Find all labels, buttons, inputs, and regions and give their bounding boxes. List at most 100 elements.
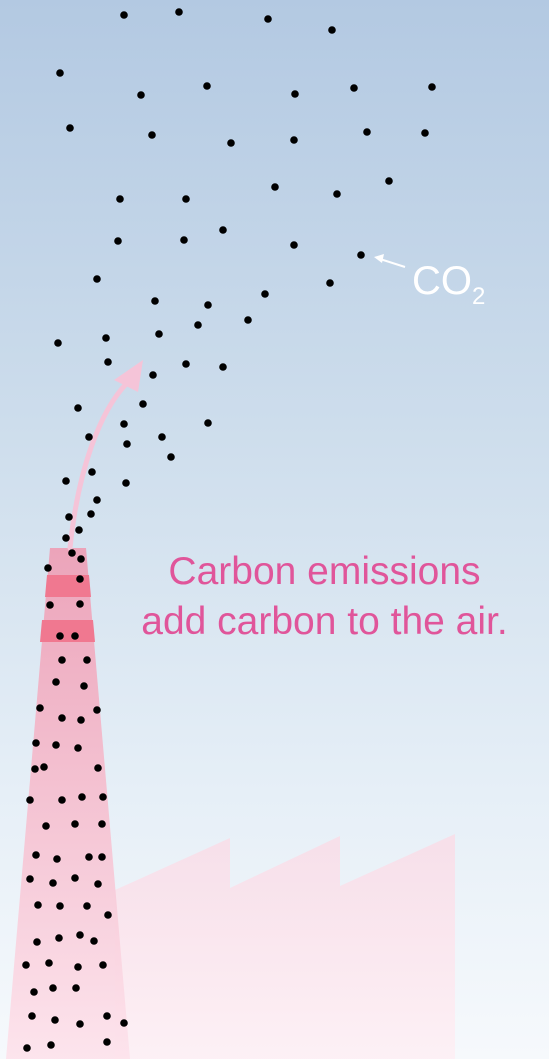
co2-particle-icon	[56, 69, 64, 77]
co2-particle-icon	[33, 938, 41, 946]
co2-particle-icon	[44, 564, 52, 572]
co2-particle-icon	[76, 600, 84, 608]
co2-particle-icon	[244, 316, 252, 324]
co2-particle-icon	[58, 796, 66, 804]
co2-particle-icon	[428, 83, 436, 91]
co2-particle-icon	[32, 851, 40, 859]
co2-particle-icon	[363, 128, 371, 136]
co2-particle-icon	[56, 632, 64, 640]
co2-particle-icon	[65, 513, 73, 521]
co2-particle-icon	[333, 190, 341, 198]
co2-particle-icon	[204, 419, 212, 427]
co2-particle-icon	[290, 136, 298, 144]
co2-particle-icon	[85, 853, 93, 861]
co2-particle-icon	[385, 177, 393, 185]
co2-particle-icon	[148, 131, 156, 139]
co2-particle-icon	[78, 793, 86, 801]
co2-particle-icon	[227, 139, 235, 147]
co2-particle-icon	[47, 1041, 55, 1049]
co2-particle-icon	[26, 875, 34, 883]
co2-particle-icon	[71, 874, 79, 882]
co2-particle-icon	[49, 879, 57, 887]
co2-particle-icon	[261, 290, 269, 298]
co2-particle-icon	[93, 275, 101, 283]
co2-particle-icon	[326, 279, 334, 287]
co2-pointer-arrow	[374, 254, 406, 268]
co2-particle-icon	[104, 358, 112, 366]
co2-particle-icon	[76, 575, 84, 583]
co2-particle-icon	[66, 124, 74, 132]
co2-particle-icon	[31, 765, 39, 773]
co2-particle-icon	[30, 988, 38, 996]
co2-particle-icon	[204, 301, 212, 309]
co2-particle-icon	[357, 251, 365, 259]
co2-particle-icon	[182, 195, 190, 203]
co2-label-subscript: 2	[472, 283, 486, 310]
co2-label-text: CO	[412, 259, 472, 303]
co2-particle-icon	[23, 1044, 31, 1052]
co2-particle-icon	[62, 477, 70, 485]
co2-particle-icon	[120, 420, 128, 428]
caption-line-1: Carbon emissions	[168, 550, 481, 593]
co2-particle-icon	[104, 911, 112, 919]
co2-particle-icon	[88, 468, 96, 476]
co2-particle-icon	[175, 8, 183, 16]
co2-particle-icon	[77, 716, 85, 724]
co2-particle-icon	[36, 704, 44, 712]
co2-particle-icon	[219, 363, 227, 371]
co2-particle-icon	[77, 555, 85, 563]
caption-line-2: add carbon to the air.	[141, 600, 508, 643]
co2-particle-icon	[149, 371, 157, 379]
co2-particle-icon	[45, 959, 53, 967]
co2-particle-icon	[94, 764, 102, 772]
co2-particle-icon	[151, 297, 159, 305]
co2-particle-icon	[80, 682, 88, 690]
co2-particle-icon	[22, 961, 30, 969]
co2-particle-icon	[194, 321, 202, 329]
co2-particle-icon	[74, 963, 82, 971]
co2-particle-icon	[90, 937, 98, 945]
co2-particle-icon	[271, 183, 279, 191]
co2-particle-icon	[219, 226, 227, 234]
co2-particle-icon	[74, 404, 82, 412]
co2-particle-icon	[51, 1016, 59, 1024]
co2-particle-icon	[120, 1019, 128, 1027]
co2-particle-icon	[182, 360, 190, 368]
co2-particle-icon	[264, 15, 272, 23]
co2-particle-icon	[26, 796, 34, 804]
co2-particle-icon	[94, 880, 102, 888]
co2-particle-icon	[52, 678, 60, 686]
co2-particle-icon	[52, 741, 60, 749]
smokestack-icon	[6, 548, 130, 1059]
co2-particle-icon	[83, 902, 91, 910]
upward-arrow-icon	[67, 360, 143, 551]
co2-particle-icon	[291, 90, 299, 98]
co2-particle-icon	[71, 820, 79, 828]
co2-particle-icon	[74, 744, 82, 752]
co2-particle-icon	[290, 241, 298, 249]
co2-particle-icon	[158, 433, 166, 441]
co2-particle-icon	[180, 236, 188, 244]
co2-label: CO2	[412, 256, 485, 322]
co2-particle-icon	[56, 902, 64, 910]
co2-particle-icon	[98, 820, 106, 828]
co2-particle-icon	[54, 339, 62, 347]
stack-band-lower	[40, 620, 95, 642]
co2-particle-icon	[75, 526, 83, 534]
co2-particle-icon	[137, 91, 145, 99]
co2-particle-icon	[32, 739, 40, 747]
co2-particle-icon	[46, 601, 54, 609]
stack-band-upper	[45, 575, 91, 597]
co2-particle-icon	[93, 706, 101, 714]
co2-particle-icon	[120, 11, 128, 19]
co2-particle-icon	[87, 510, 95, 518]
co2-particle-icon	[28, 1012, 36, 1020]
co2-particle-icon	[328, 26, 336, 34]
co2-particle-icon	[350, 84, 358, 92]
co2-particle-icon	[53, 855, 61, 863]
co2-particle-icon	[58, 714, 66, 722]
co2-particle-icon	[93, 496, 101, 504]
co2-particle-icon	[103, 1012, 111, 1020]
